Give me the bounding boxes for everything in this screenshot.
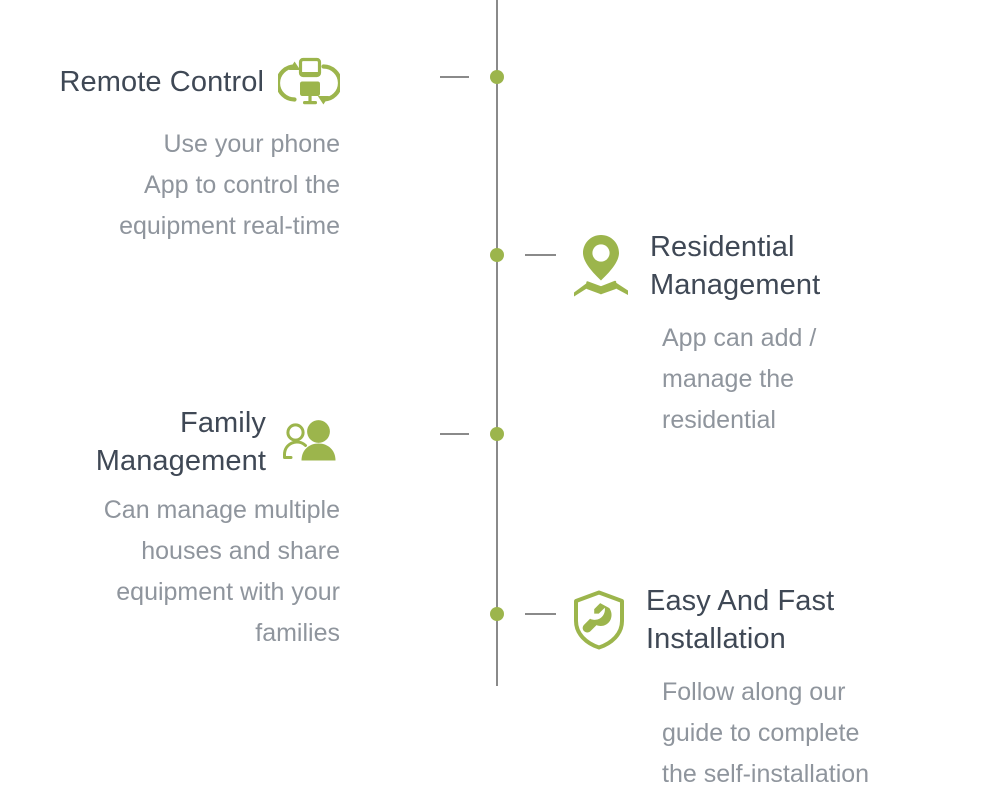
- timeline-dot-easy-fast-installation[interactable]: [490, 607, 504, 621]
- connector-dash-easy-fast-installation: [525, 613, 556, 615]
- timeline-dot-family-management[interactable]: [490, 427, 504, 441]
- feature-header-easy-fast-installation: Easy And Fast Installation: [570, 582, 970, 658]
- timeline-dot-residential-management[interactable]: [490, 248, 504, 262]
- feature-item-residential-management: Residential Management App can add / man…: [570, 228, 970, 441]
- feature-description-remote-control: Use your phone App to control the equipm…: [119, 130, 340, 240]
- feature-title-easy-fast-installation: Easy And Fast Installation: [646, 585, 835, 655]
- feature-title-family-management: Family Management: [95, 407, 266, 477]
- map-pin-icon: [570, 232, 632, 300]
- timeline-dot-remote-control[interactable]: [490, 70, 504, 84]
- connector-dash-residential-management: [525, 254, 556, 256]
- feature-title-remote-control: Remote Control: [59, 66, 264, 98]
- family-people-icon: [280, 419, 340, 467]
- connector-dash-remote-control: [440, 76, 469, 78]
- timeline-spine: [496, 0, 498, 686]
- feature-header-remote-control: Remote Control: [0, 56, 343, 110]
- remote-control-icon: [275, 56, 343, 110]
- feature-title-residential-management: Residential Management: [650, 231, 821, 301]
- feature-item-family-management: Family Management Can manage multiple ho…: [0, 404, 340, 654]
- feature-description-family-management: Can manage multiple houses and share equ…: [103, 496, 340, 647]
- shield-wrench-icon: [570, 589, 628, 651]
- feature-header-family-management: Family Management: [0, 404, 340, 482]
- feature-header-residential-management: Residential Management: [570, 228, 970, 304]
- connector-dash-family-management: [440, 433, 469, 435]
- feature-description-residential-management: App can add / manage the residential: [662, 324, 817, 434]
- feature-item-easy-fast-installation: Easy And Fast Installation Follow along …: [570, 582, 970, 795]
- feature-description-easy-fast-installation: Follow along our guide to complete the s…: [662, 678, 870, 788]
- feature-item-remote-control: Remote Control Use your phone App to con…: [0, 56, 343, 247]
